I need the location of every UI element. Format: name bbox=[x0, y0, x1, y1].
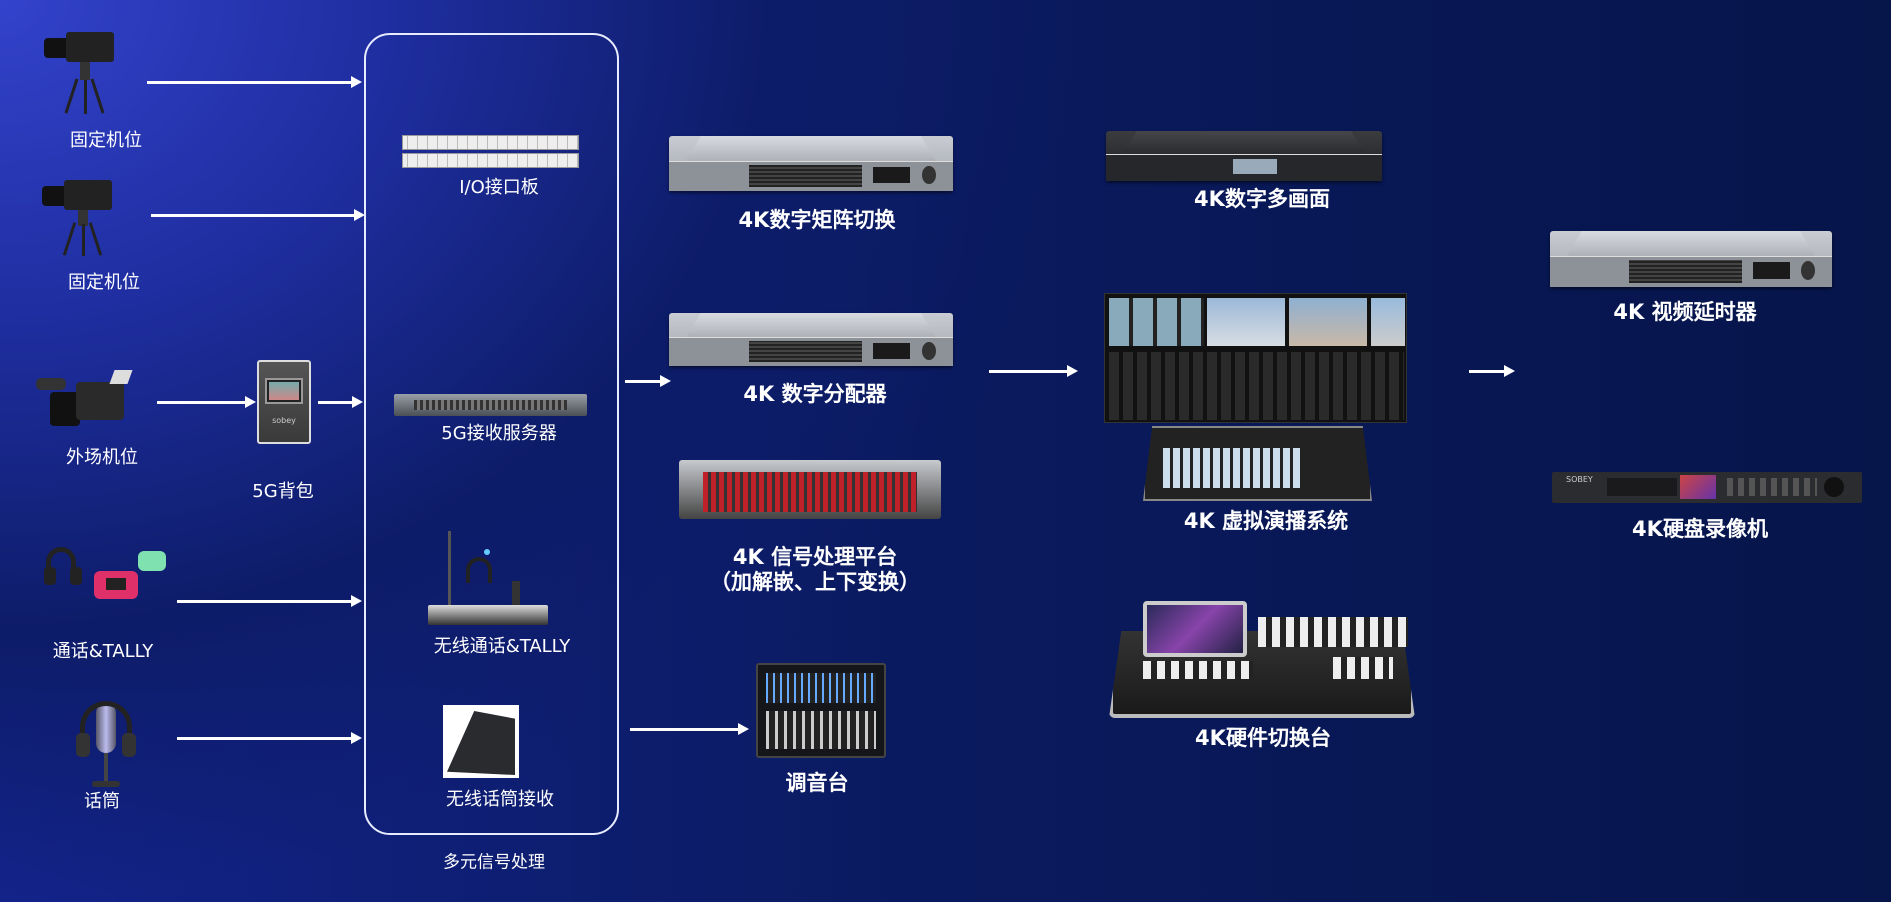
5g-backpack-icon: sobey bbox=[257, 360, 311, 444]
hdd-recorder-icon: SOBEY bbox=[1552, 472, 1862, 503]
arrow-distribution-to-production bbox=[989, 365, 1078, 377]
arrow-production-to-output bbox=[1469, 365, 1515, 377]
arrow-microphone-to-processing bbox=[177, 732, 362, 744]
5g-server-icon bbox=[394, 394, 587, 416]
fixed-camera-1-label: 固定机位 bbox=[70, 130, 142, 151]
audio-mixer-icon bbox=[756, 663, 886, 758]
recorder-brand: SOBEY bbox=[1566, 475, 1593, 484]
fixed-camera-2-icon bbox=[38, 168, 133, 256]
wireless-mic-receiver-label: 无线话筒接收 bbox=[446, 789, 554, 810]
arrow-intercom-to-processing bbox=[177, 595, 362, 607]
virtual-studio-panel-icon bbox=[1143, 426, 1372, 501]
backpack-brand: sobey bbox=[272, 416, 296, 425]
virtual-studio-label: 4K 虚拟演播系统 bbox=[1183, 509, 1349, 533]
signal-processing-title: 多元信号处理 bbox=[443, 852, 545, 873]
wireless-mic-receiver-icon bbox=[443, 705, 519, 778]
video-delay-icon bbox=[1550, 231, 1832, 287]
signal-platform-label-1: 4K 信号处理平台 bbox=[732, 545, 898, 569]
hardware-switcher-label: 4K硬件切换台 bbox=[1195, 726, 1331, 750]
hardware-switcher-buttons bbox=[1258, 617, 1408, 647]
5g-server-label: 5G接收服务器 bbox=[441, 423, 557, 444]
hardware-switcher-tablet-icon bbox=[1143, 601, 1247, 657]
multiviewer-label: 4K数字多画面 bbox=[1194, 187, 1330, 211]
field-camera-label: 外场机位 bbox=[66, 447, 138, 468]
hdd-recorder-label: 4K硬盘录像机 bbox=[1632, 517, 1768, 541]
virtual-studio-screen-icon bbox=[1104, 293, 1407, 423]
matrix-switcher-label: 4K数字矩阵切换 bbox=[738, 208, 896, 232]
signal-processing-group bbox=[364, 33, 619, 835]
fixed-camera-2-label: 固定机位 bbox=[68, 272, 140, 293]
arrow-backpack-to-processing bbox=[318, 396, 363, 408]
fixed-camera-1-icon bbox=[40, 20, 135, 115]
matrix-switcher-icon bbox=[669, 136, 953, 191]
arrow-camera1-to-processing bbox=[147, 76, 362, 88]
arrow-processing-to-distribution bbox=[625, 375, 671, 387]
multiviewer-icon bbox=[1106, 131, 1382, 181]
microphone-label: 话筒 bbox=[84, 791, 120, 812]
signal-platform-label-2: （加解嵌、上下变换） bbox=[710, 570, 920, 594]
io-panel-icon bbox=[402, 135, 579, 169]
microphone-headset-icon bbox=[76, 697, 136, 792]
5g-backpack-label: 5G背包 bbox=[252, 481, 314, 502]
distributor-label: 4K 数字分配器 bbox=[743, 382, 887, 406]
intercom-tally-icon bbox=[42, 543, 170, 609]
audio-mixer-label: 调音台 bbox=[785, 771, 849, 795]
video-delay-label: 4K 视频延时器 bbox=[1613, 300, 1757, 324]
wireless-intercom-label: 无线通话&TALLY bbox=[433, 636, 571, 657]
distributor-icon bbox=[669, 313, 953, 366]
wireless-intercom-icon bbox=[428, 531, 555, 625]
io-panel-label: I/O接口板 bbox=[459, 177, 539, 198]
arrow-processing-to-mixer bbox=[630, 723, 749, 735]
signal-platform-icon bbox=[679, 460, 941, 519]
field-camcorder-icon bbox=[36, 368, 133, 434]
intercom-tally-label: 通话&TALLY bbox=[52, 641, 154, 662]
arrow-camcorder-to-backpack bbox=[157, 396, 256, 408]
arrow-camera2-to-processing bbox=[151, 209, 365, 221]
